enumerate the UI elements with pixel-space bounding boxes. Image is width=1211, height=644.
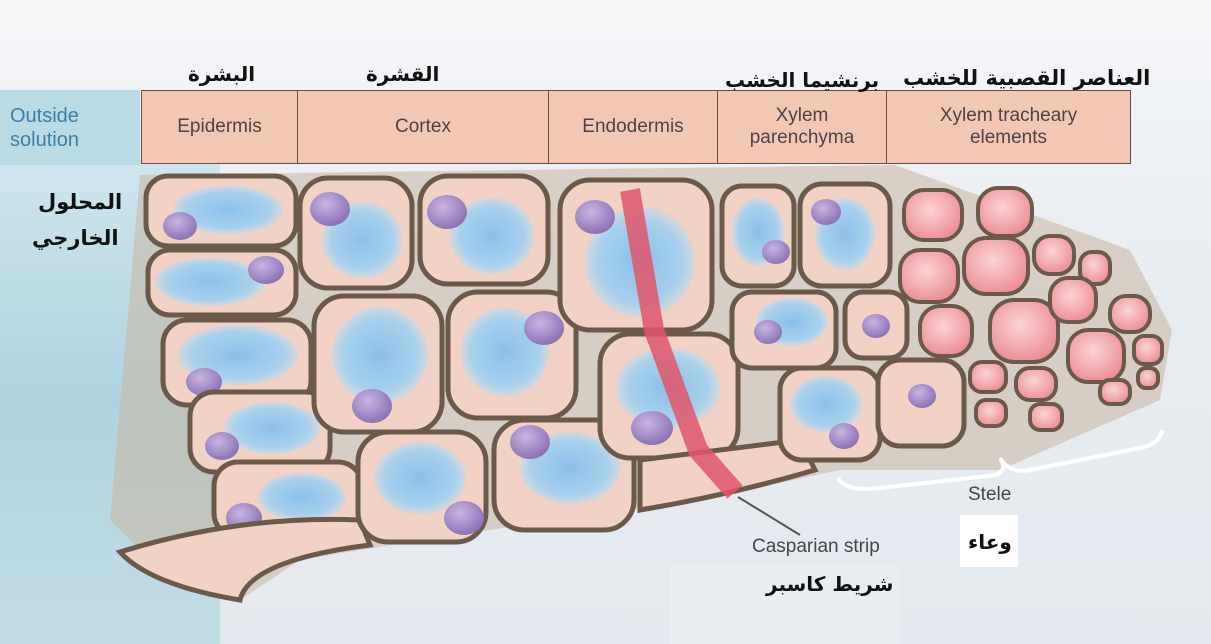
tracheary-element (1110, 296, 1150, 332)
arabic-tracheary-label: العناصر القصبية للخشب (903, 66, 1150, 90)
tracheary-element (1030, 404, 1062, 430)
tracheary-element (1050, 278, 1096, 322)
nucleus (248, 256, 284, 284)
tracheary-element (978, 188, 1032, 236)
nucleus (444, 501, 484, 535)
arabic-vessel-label: وعاء (968, 530, 1012, 554)
tracheary-element (990, 300, 1058, 362)
nucleus (310, 192, 350, 226)
vacuole (155, 258, 265, 306)
nucleus (524, 311, 564, 345)
vacuole (332, 307, 428, 403)
vacuole (790, 376, 862, 432)
nucleus (811, 199, 841, 225)
nucleus (352, 389, 392, 423)
tracheary-element (1100, 380, 1130, 404)
vacuole (374, 442, 466, 514)
tracheary-element (1134, 336, 1162, 364)
arabic-casparian-label: شريط كاسبر (766, 572, 893, 596)
tracheary-element (1138, 368, 1158, 388)
nucleus (862, 314, 890, 338)
tracheary-element (900, 250, 958, 302)
tracheary-element (920, 306, 972, 356)
nucleus (575, 200, 615, 234)
nucleus (427, 195, 467, 229)
tracheary-element (970, 362, 1006, 392)
tracheary-element (964, 238, 1028, 294)
nucleus (631, 411, 673, 445)
arabic-xylem-parenchyma-label: برنشيما الخشب (725, 68, 879, 92)
casparian-strip-label: Casparian strip (752, 536, 880, 558)
nucleus (510, 425, 550, 459)
tracheary-element (976, 400, 1006, 426)
nucleus (163, 212, 197, 240)
nucleus (205, 432, 239, 460)
arabic-cortex-label: القشرة (366, 62, 439, 86)
stele-label: Stele (968, 484, 1011, 506)
arabic-outside-label-line2: الخارجي (32, 226, 119, 250)
arabic-epidermis-label: البشرة (188, 62, 255, 86)
tracheary-element (1016, 368, 1056, 400)
nucleus (762, 240, 790, 264)
nucleus (908, 384, 936, 408)
nucleus (829, 423, 859, 449)
arabic-outside-label-line1: المحلول (38, 190, 122, 214)
nucleus (754, 320, 782, 344)
tracheary-element (1068, 330, 1124, 382)
vacuole (258, 473, 346, 521)
casparian-leader-line (738, 497, 800, 535)
tracheary-element (1034, 236, 1074, 274)
tracheary-element (904, 190, 962, 240)
